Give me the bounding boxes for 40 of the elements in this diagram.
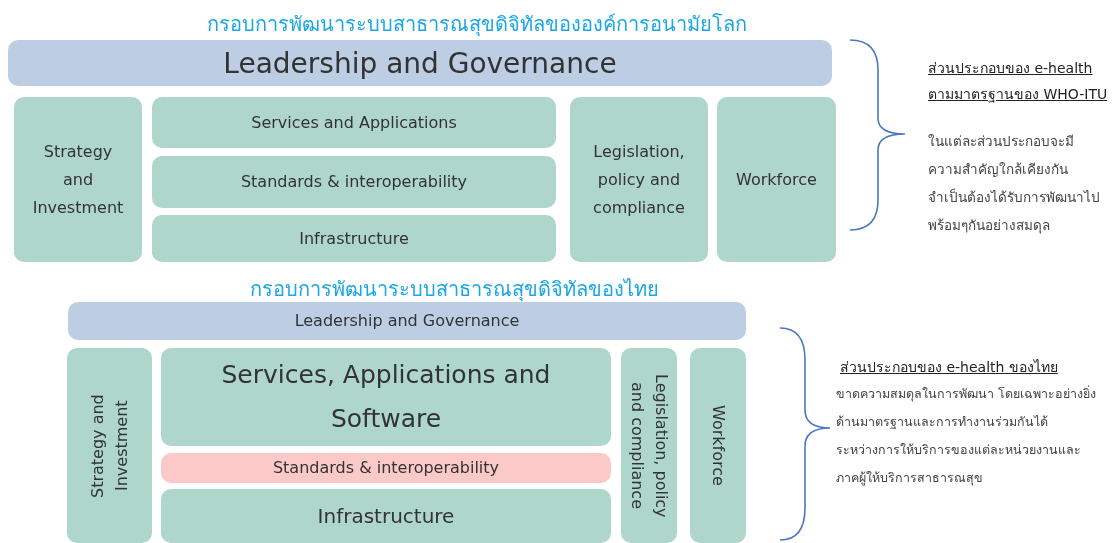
note-text: ระหว่างการให้บริการของแต่ละหน่วยงานและ [836, 441, 1081, 459]
note-text: จำเป็นต้องได้รับการพัฒนาไป [928, 187, 1100, 207]
component-box [570, 97, 708, 262]
component-box [152, 215, 556, 262]
component-label: Strategy and Investment [31, 140, 125, 219]
component-label: Services and Applications [251, 111, 457, 134]
component-box [152, 97, 556, 148]
component-label: Leadership and Governance [294, 310, 520, 332]
header-bar [68, 302, 746, 340]
component-label: Standards & interoperability [240, 171, 468, 193]
header-bar [8, 40, 832, 86]
component-label: Strategy and Investment [86, 392, 132, 500]
component-box [161, 348, 611, 446]
note-text: ขาดความสมดุลในการพัฒนา โดยเฉพาะอย่างยิ่ง [836, 384, 1096, 404]
note-text: ด้านมาตรฐานและการทำงานร่วมกันได้ [836, 413, 1048, 431]
component-box [717, 97, 836, 262]
component-label: Workforce [708, 405, 729, 486]
note-text: พร้อมๆกันอย่างสมดุล [928, 216, 1050, 236]
component-box [14, 97, 142, 262]
component-label: Infrastructure [317, 502, 455, 530]
note-text: ภาคผู้ให้บริการสาธารณสุข [836, 469, 983, 488]
component-box [161, 453, 611, 483]
note-heading: ส่วนประกอบของ e-health ตามมาตรฐานของ WHO-ITU [928, 59, 1108, 105]
component-label: Legislation, policy and compliance [627, 372, 672, 520]
section-title: กรอบการพัฒนาระบบสาธารณสุขดิจิทัลของไทย [250, 276, 659, 304]
component-label: Infrastructure [299, 227, 409, 250]
component-box [690, 348, 746, 543]
note-text: ความสำคัญใกล้เคียงกัน [928, 160, 1068, 179]
component-box [621, 348, 677, 543]
section-title: กรอบการพัฒนาระบบสาธารณสุขดิจิทัลขององค์การอนามัยโลก [207, 11, 747, 39]
component-label: Workforce [735, 168, 818, 191]
component-label: Legislation, policy and compliance [592, 140, 686, 219]
component-label: Standards & interoperability [272, 457, 500, 479]
component-box [67, 348, 152, 543]
note-heading: ส่วนประกอบของ e-health ของไทย [840, 358, 1059, 377]
component-box [161, 489, 611, 543]
note-text: ในแต่ละส่วนประกอบจะมี [928, 132, 1074, 151]
component-box [152, 156, 556, 208]
component-label: Leadership and Governance [223, 45, 617, 82]
component-label: Services, Applications and Software [220, 359, 552, 435]
